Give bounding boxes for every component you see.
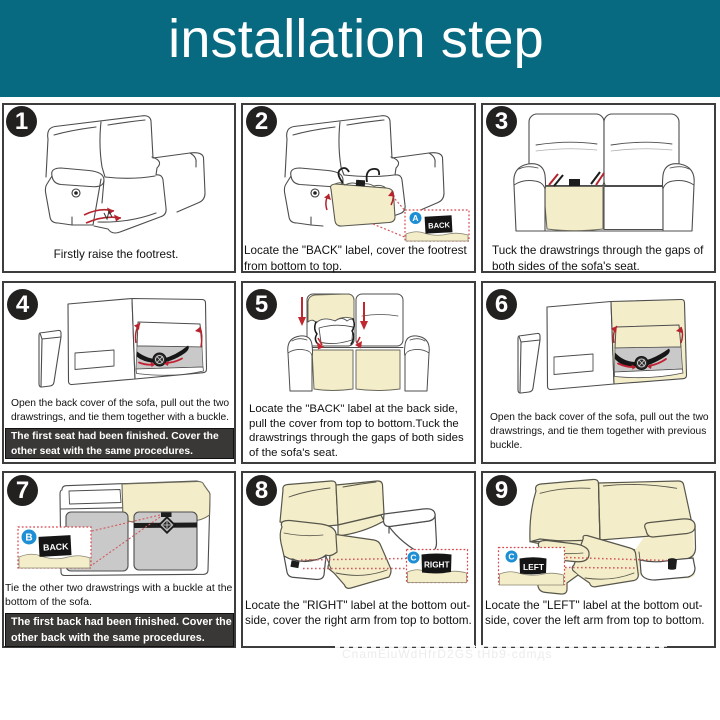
svg-text:BACK: BACK <box>428 220 451 230</box>
svg-text:A: A <box>412 213 418 223</box>
svg-text:RIGHT: RIGHT <box>424 561 449 570</box>
svg-text:C: C <box>410 553 416 563</box>
svg-text:BACK: BACK <box>43 541 70 552</box>
svg-text:LEFT: LEFT <box>523 562 545 572</box>
svg-text:C: C <box>508 552 514 562</box>
svg-text:B: B <box>25 533 32 544</box>
